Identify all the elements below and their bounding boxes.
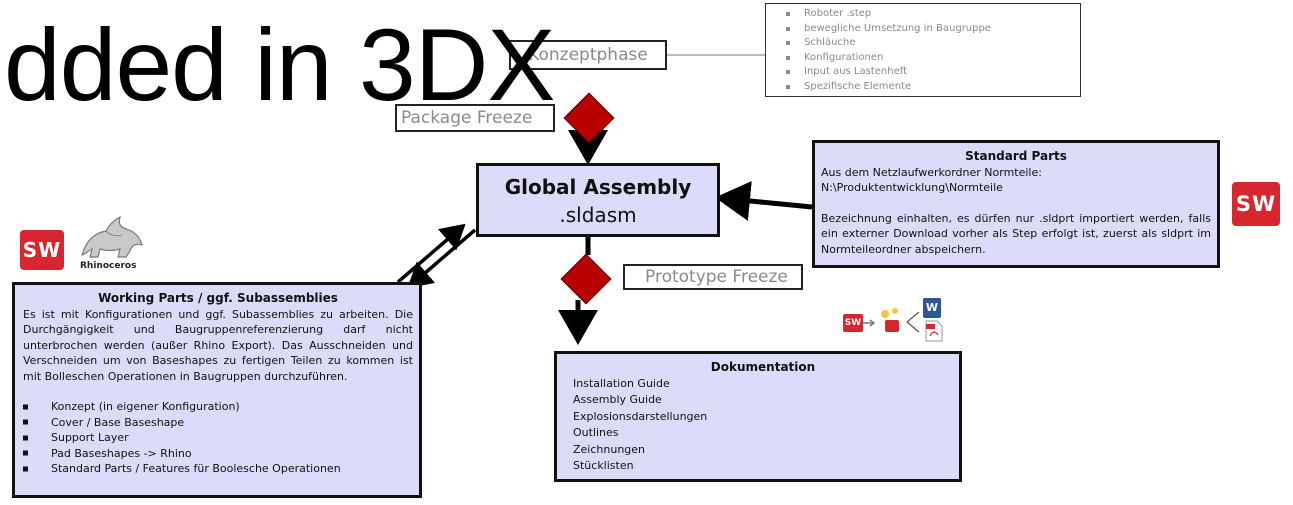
bullet-square-icon [786,41,790,46]
konzept-note-item: bewegliche Umsetzung in Baugruppe [786,22,1080,37]
working-parts-item: Standard Parts / Features für Boolesche … [23,461,413,477]
working-parts-item-text: Support Layer [51,431,129,444]
standard-parts-line3: Bezeichnung einhalten, es dürfen nur .sl… [821,211,1211,256]
bullet-square-icon [786,12,790,17]
konzept-note-text: bewegliche Umsetzung in Baugruppe [804,22,991,34]
dokumentation-item: Assembly Guide [573,393,662,406]
konzept-note-text: Schläuche [804,37,856,48]
solidworks-small-icon: SW [843,314,863,332]
solidworks-logo-right: SW [1232,182,1280,226]
word-icon: W [923,298,941,318]
bullet-square-icon [23,435,28,441]
konzept-note-text: Roboter .step [804,8,872,19]
standard-parts-line1: Aus dem Netzlaufwerkordner Normteile: [821,165,1042,179]
prototype-freeze-label: Prototype Freeze [623,264,803,290]
bullet-square-icon [786,84,790,89]
arrow-working-to-assembly [396,223,466,284]
word-icon-text: W [925,301,939,314]
arrow-assembly-to-working [407,228,477,289]
dokumentation-title: Dokumentation [710,360,816,374]
working-parts-body: Es ist mit Konfigurationen und ggf. Suba… [23,307,413,383]
dokumentation-item: Outlines [573,426,619,439]
working-parts-title: Working Parts / ggf. Subassemblies [98,291,338,305]
bullet-square-icon [23,404,28,410]
dokumentation-item: Stücklisten [573,459,634,472]
working-parts-item: Cover / Base Baseshape [23,415,413,431]
arrow-right-icon [863,319,876,327]
konzept-note-item: Konfigurationen [786,51,1080,66]
working-parts-item: Pad Baseshapes -> Rhino [23,446,413,462]
fork-lines-icon [906,311,920,333]
working-parts-item-text: Standard Parts / Features für Boolesche … [51,462,341,475]
konzept-note-text: Input aus Lastenheft [804,66,908,77]
rhino-logo-text: Rhinoceros [80,261,137,271]
rhino-logo: Rhinoceros [76,215,146,275]
konzeptphase-label: Konzeptphase [509,40,667,70]
overlay-title-text: dded in 3DX [4,8,555,122]
konzept-note-item: Spezifische Elemente [786,80,1080,95]
global-assembly-title: Global Assembly [504,175,692,199]
bullet-square-icon [23,450,28,456]
package-freeze-text: Package Freeze [401,108,533,128]
standard-parts-box: Standard Parts Aus dem Netzlaufwerkordne… [812,140,1220,268]
working-parts-item: Konzept (in eigener Konfiguration) [23,399,413,415]
arrow-standard-to-assembly [715,181,813,221]
working-parts-box: Working Parts / ggf. Subassemblies Es is… [12,282,422,498]
assembly-parts-icon [881,308,899,332]
bullet-square-icon [23,466,28,472]
standard-parts-line2: N:\Produktentwicklung\Normteile [821,181,1003,194]
working-parts-item: Support Layer [23,430,413,446]
working-parts-item-text: Konzept (in eigener Konfiguration) [51,400,240,413]
bullet-square-icon [786,70,790,75]
bullet-square-icon [786,26,790,31]
export-workflow-icons: SW W [843,298,953,342]
dokumentation-item: Installation Guide [573,376,670,390]
pdf-icon [925,320,943,342]
konzept-notes-box: Roboter .step bewegliche Umsetzung in Bau… [765,3,1081,97]
global-assembly-box: Global Assembly .sldasm [476,163,720,237]
standard-parts-title: Standard Parts [965,149,1067,163]
working-parts-item-text: Cover / Base Baseshape [51,415,185,429]
working-parts-item-text: Pad Baseshapes -> Rhino [51,446,192,460]
prototype-freeze-text: Prototype Freeze [645,267,788,287]
konzept-note-text: Spezifische Elemente [804,80,912,92]
konzept-note-item: Roboter .step [786,7,1080,22]
konzept-notes-list: Roboter .step bewegliche Umsetzung in Bau… [786,7,1080,94]
global-assembly-subtitle: .sldasm [559,203,637,227]
bullet-square-icon [23,419,28,425]
konzept-note-text: Konfigurationen [804,51,884,63]
konzeptphase-text: Konzeptphase [528,45,648,65]
konzept-note-item: Schläuche [786,36,1080,51]
dokumentation-item: Zeichnungen [573,442,646,456]
rhino-icon [81,215,143,258]
konzept-note-item: Input aus Lastenheft [786,65,1080,80]
working-parts-list: Konzept (in eigener Konfiguration) Cover … [23,399,413,477]
solidworks-logo-left: SW [20,230,64,270]
dokumentation-item: Explosionsdarstellungen [573,409,708,423]
package-freeze-label: Package Freeze [395,104,555,132]
bullet-square-icon [786,55,790,60]
